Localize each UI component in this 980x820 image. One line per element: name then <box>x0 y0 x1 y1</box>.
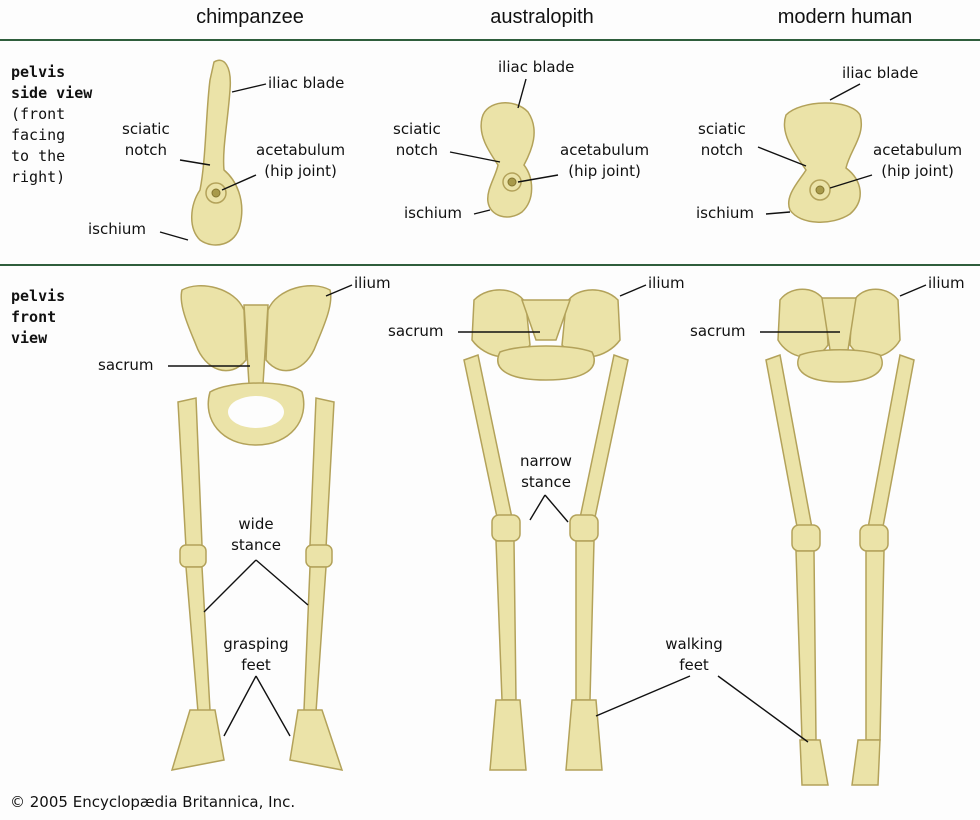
row-label-title: pelvis <box>11 63 66 81</box>
row-label-front-view: pelvis front view <box>11 286 65 349</box>
australopith-pelvis-side <box>480 102 535 218</box>
label-ilium: ilium <box>928 274 965 292</box>
row-label-note: facing <box>11 126 66 144</box>
label-iliac-blade: iliac blade <box>842 64 919 82</box>
row-label-title: view <box>11 329 48 347</box>
label-sacrum: sacrum <box>388 322 444 340</box>
copyright-notice: © 2005 Encyclopædia Britannica, Inc. <box>10 793 296 811</box>
row-label-title: front <box>11 308 57 326</box>
label-sacrum: sacrum <box>98 356 154 374</box>
leader-lines <box>159 78 927 743</box>
row-label-side-view: pelvis side view (front facing to the ri… <box>11 62 92 188</box>
label-acetabulum: acetabulum(hip joint) <box>256 141 346 180</box>
header-divider <box>0 39 980 41</box>
australopith-legs-front <box>463 289 629 771</box>
human-pelvis-side <box>783 102 863 223</box>
label-ischium: ischium <box>696 204 755 222</box>
human-legs-front <box>765 288 915 786</box>
row-label-note: right) <box>11 168 66 186</box>
label-ischium: ischium <box>404 204 463 222</box>
row-label-title: side view <box>11 84 93 102</box>
column-header-chimpanzee: chimpanzee <box>196 6 304 28</box>
column-header-australopith: australopith <box>490 6 594 28</box>
label-acetabulum: acetabulum(hip joint) <box>873 141 963 180</box>
row-label-note: (front <box>11 105 66 123</box>
chimp-legs-front <box>170 285 344 771</box>
row-divider <box>0 264 980 266</box>
label-sacrum: sacrum <box>690 322 746 340</box>
row-label-title: pelvis <box>11 287 66 305</box>
row-label-note: to the <box>11 147 66 165</box>
column-header-modern-human: modern human <box>777 6 913 28</box>
label-acetabulum: acetabulum(hip joint) <box>560 141 650 180</box>
label-iliac-blade: iliac blade <box>498 58 575 76</box>
label-ilium: ilium <box>354 274 391 292</box>
label-ischium: ischium <box>88 220 147 238</box>
label-ilium: ilium <box>648 274 685 292</box>
label-iliac-blade: iliac blade <box>268 74 345 92</box>
chimp-pelvis-side <box>191 59 243 246</box>
